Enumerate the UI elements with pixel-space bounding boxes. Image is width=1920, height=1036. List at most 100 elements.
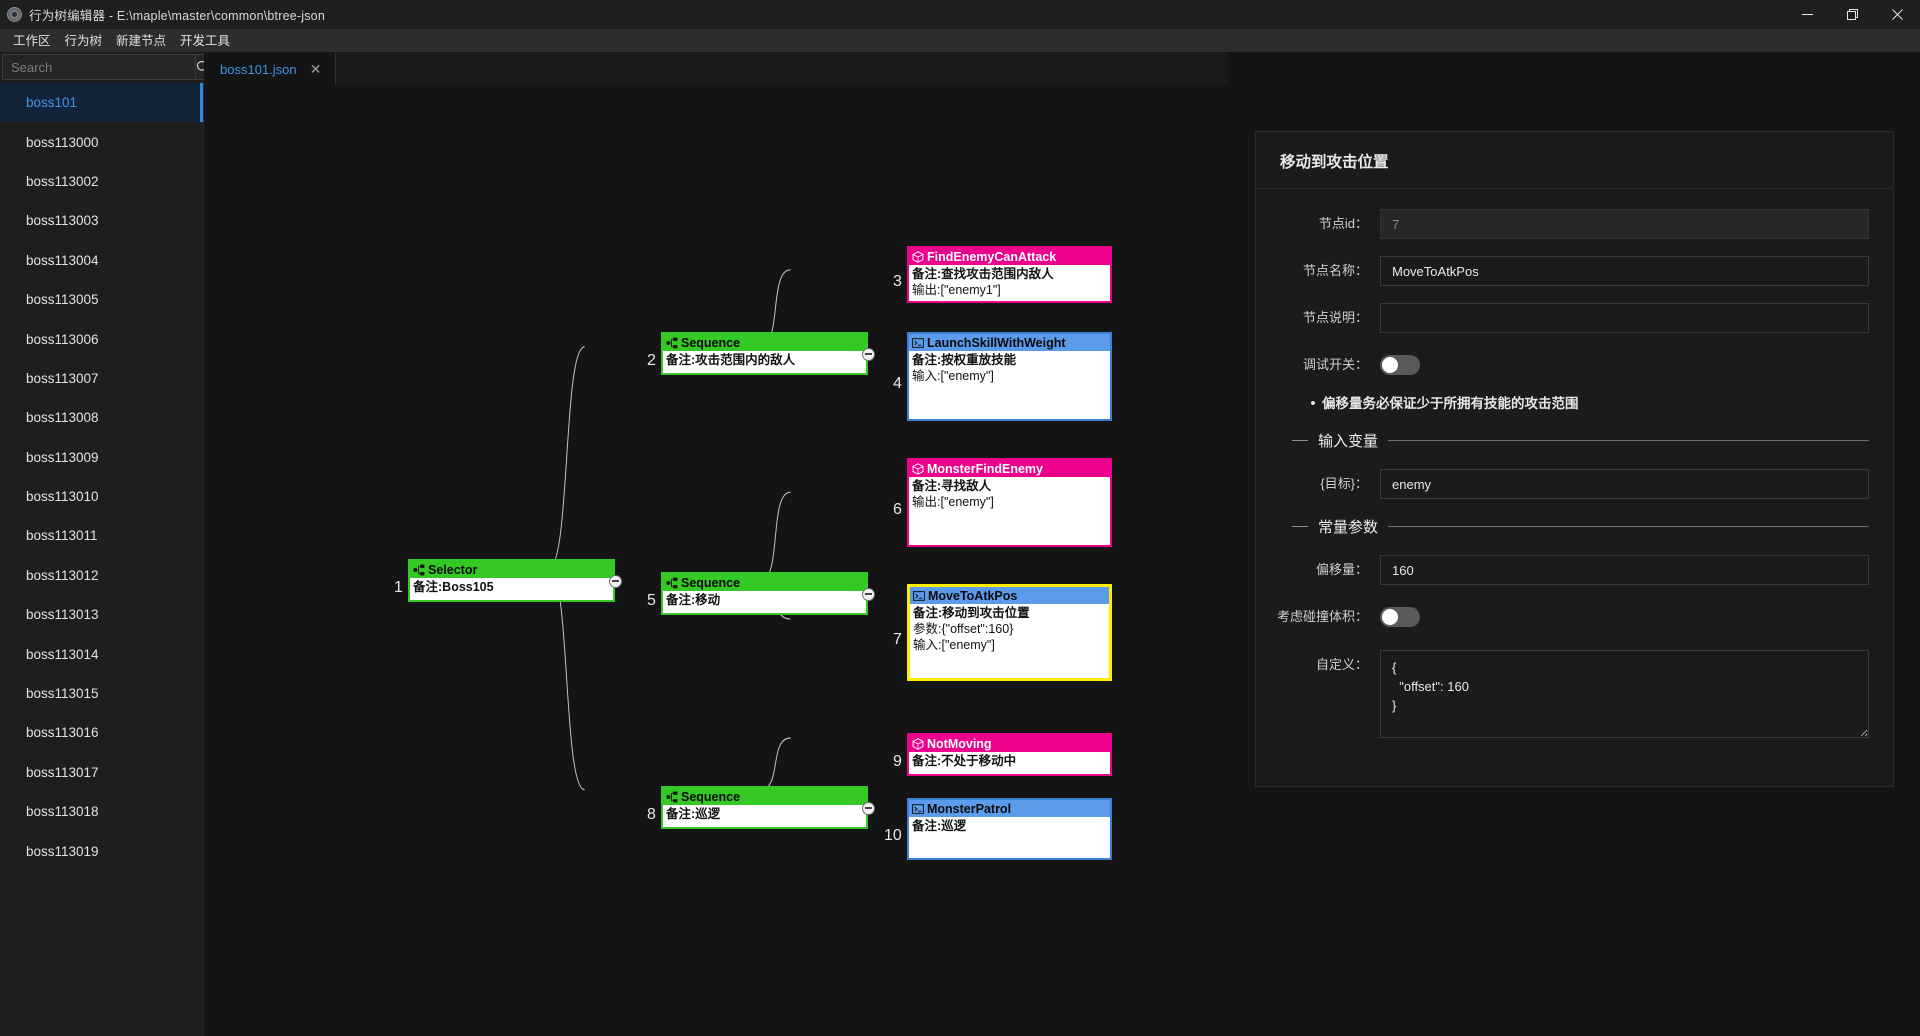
sidebar-item-label: boss113019 [26,843,99,859]
properties-panel: 移动到攻击位置 节点id： 节点名称： [1228,53,1920,1036]
collision-toggle[interactable] [1380,607,1420,627]
node-header: MonsterFindEnemy [909,460,1110,477]
offset-input[interactable] [1380,555,1869,585]
tab-boss101-json[interactable]: boss101.json ✕ [204,53,336,85]
sidebar-item-boss113000[interactable]: boss113000 [0,122,203,161]
sidebar-item-boss113012[interactable]: boss113012 [0,556,203,595]
collapse-dash-icon[interactable] [1292,526,1308,527]
node-index-2: 2 [647,351,656,369]
node-line: 备注:查找攻击范围内敌人 [912,267,1054,281]
sidebar-item-boss113018[interactable]: boss113018 [0,792,203,831]
sidebar-item-boss101[interactable]: boss101 [0,83,203,123]
sidebar-item-boss113013[interactable]: boss113013 [0,595,203,634]
node-index-5: 5 [647,591,656,609]
node-line: 备注:巡逻 [912,819,967,833]
search-input[interactable] [2,54,195,80]
sidebar-item-boss113009[interactable]: boss113009 [0,438,203,477]
collision-toggle-knob [1382,609,1398,625]
field-custom-label: 自定义： [1315,657,1368,672]
tree-link-lines [548,269,791,812]
sidebar-item-boss113004[interactable]: boss113004 [0,241,203,280]
sidebar-item-boss113015[interactable]: boss113015 [0,674,203,713]
field-node-name: 节点名称： [1274,256,1869,286]
menu-item-workspace[interactable]: 工作区 [13,33,51,48]
tree-node-sequence[interactable]: Sequence 备注:巡逻 [661,786,868,829]
node-hint: • 偏移量务必保证少于所拥有技能的攻击范围 [1274,394,1869,414]
input-target-input[interactable] [1380,469,1869,499]
collapse-toggle-icon[interactable] [609,574,622,588]
menu-item-new-node[interactable]: 新建节点 [116,33,167,48]
node-line: 备注:攻击范围内的敌人 [666,353,796,367]
section-const-params: 常量参数 [1292,516,1869,537]
sidebar-item-boss113003[interactable]: boss113003 [0,201,203,240]
sidebar-item-boss113011[interactable]: boss113011 [0,516,203,555]
node-header: Sequence [663,574,866,591]
sidebar-item-boss113014[interactable]: boss113014 [0,634,203,673]
menu-item-behavior-tree[interactable]: 行为树 [64,33,103,48]
field-offset-label: 偏移量： [1315,562,1368,577]
node-body: 备注:查找攻击范围内敌人输出:["enemy1"] [909,265,1110,301]
sidebar-item-boss113019[interactable]: boss113019 [0,831,203,870]
tab-close-icon[interactable]: ✕ [309,61,322,77]
tree-node-icon [666,337,678,348]
sidebar-item-boss113007[interactable]: boss113007 [0,359,203,398]
sidebar-item-label: boss113018 [26,804,99,820]
window-title: 行为树编辑器 - E:\maple\master\common\btree-js… [29,9,325,23]
node-desc-input[interactable] [1380,303,1869,333]
sidebar-item-boss113002[interactable]: boss113002 [0,162,203,201]
collapse-toggle-icon[interactable] [862,347,875,361]
condition-icon [912,737,924,750]
node-name-input[interactable] [1380,256,1869,286]
maximize-button[interactable] [1830,0,1875,29]
debug-switch-toggle[interactable] [1380,355,1420,375]
app-logo-icon [7,7,22,22]
section-input-title: 输入变量 [1318,433,1379,450]
tree-node-icon [666,791,678,802]
sidebar-item-boss113016[interactable]: boss113016 [0,713,203,752]
sidebar-item-boss113010[interactable]: boss113010 [0,477,203,516]
node-index-6: 6 [893,500,902,518]
node-title: Selector [428,562,478,577]
node-body: 备注:按权重放技能输入:["enemy"] [909,351,1110,387]
node-line: 备注:巡逻 [666,807,721,821]
sidebar-item-label: boss113009 [26,449,99,465]
node-header: LaunchSkillWithWeight [909,334,1110,351]
collapse-toggle-icon[interactable] [862,801,875,815]
collapse-toggle-icon[interactable] [862,587,875,601]
field-node-id-label: 节点id： [1318,216,1368,231]
node-title: Sequence [681,575,741,590]
custom-json-textarea[interactable]: { "offset": 160 } [1380,650,1869,738]
node-title: Sequence [681,789,741,804]
sidebar-item-label: boss113013 [26,607,99,623]
close-button[interactable] [1875,0,1920,29]
minimize-button[interactable] [1785,0,1830,29]
node-body: 备注:Boss105 [410,578,613,598]
properties-card: 移动到攻击位置 节点id： 节点名称： [1255,131,1894,787]
node-line: 输入:["enemy"] [913,638,995,652]
sidebar-item-boss113005[interactable]: boss113005 [0,280,203,319]
tab-label: boss101.json [220,61,297,77]
menu-item-dev-tools[interactable]: 开发工具 [180,33,231,48]
node-body: 备注:攻击范围内的敌人 [663,351,866,371]
sidebar-item-boss113008[interactable]: boss113008 [0,398,203,437]
node-title: LaunchSkillWithWeight [927,335,1066,350]
node-body: 备注:移动 [663,591,866,611]
section-const-title: 常量参数 [1318,519,1379,536]
collapse-dash-icon[interactable] [1292,440,1308,441]
sidebar-item-boss113006[interactable]: boss113006 [0,319,203,358]
sidebar-item-boss113017[interactable]: boss113017 [0,753,203,792]
node-title: FindEnemyCanAttack [927,249,1057,264]
node-line: 输入:["enemy"] [912,369,994,383]
